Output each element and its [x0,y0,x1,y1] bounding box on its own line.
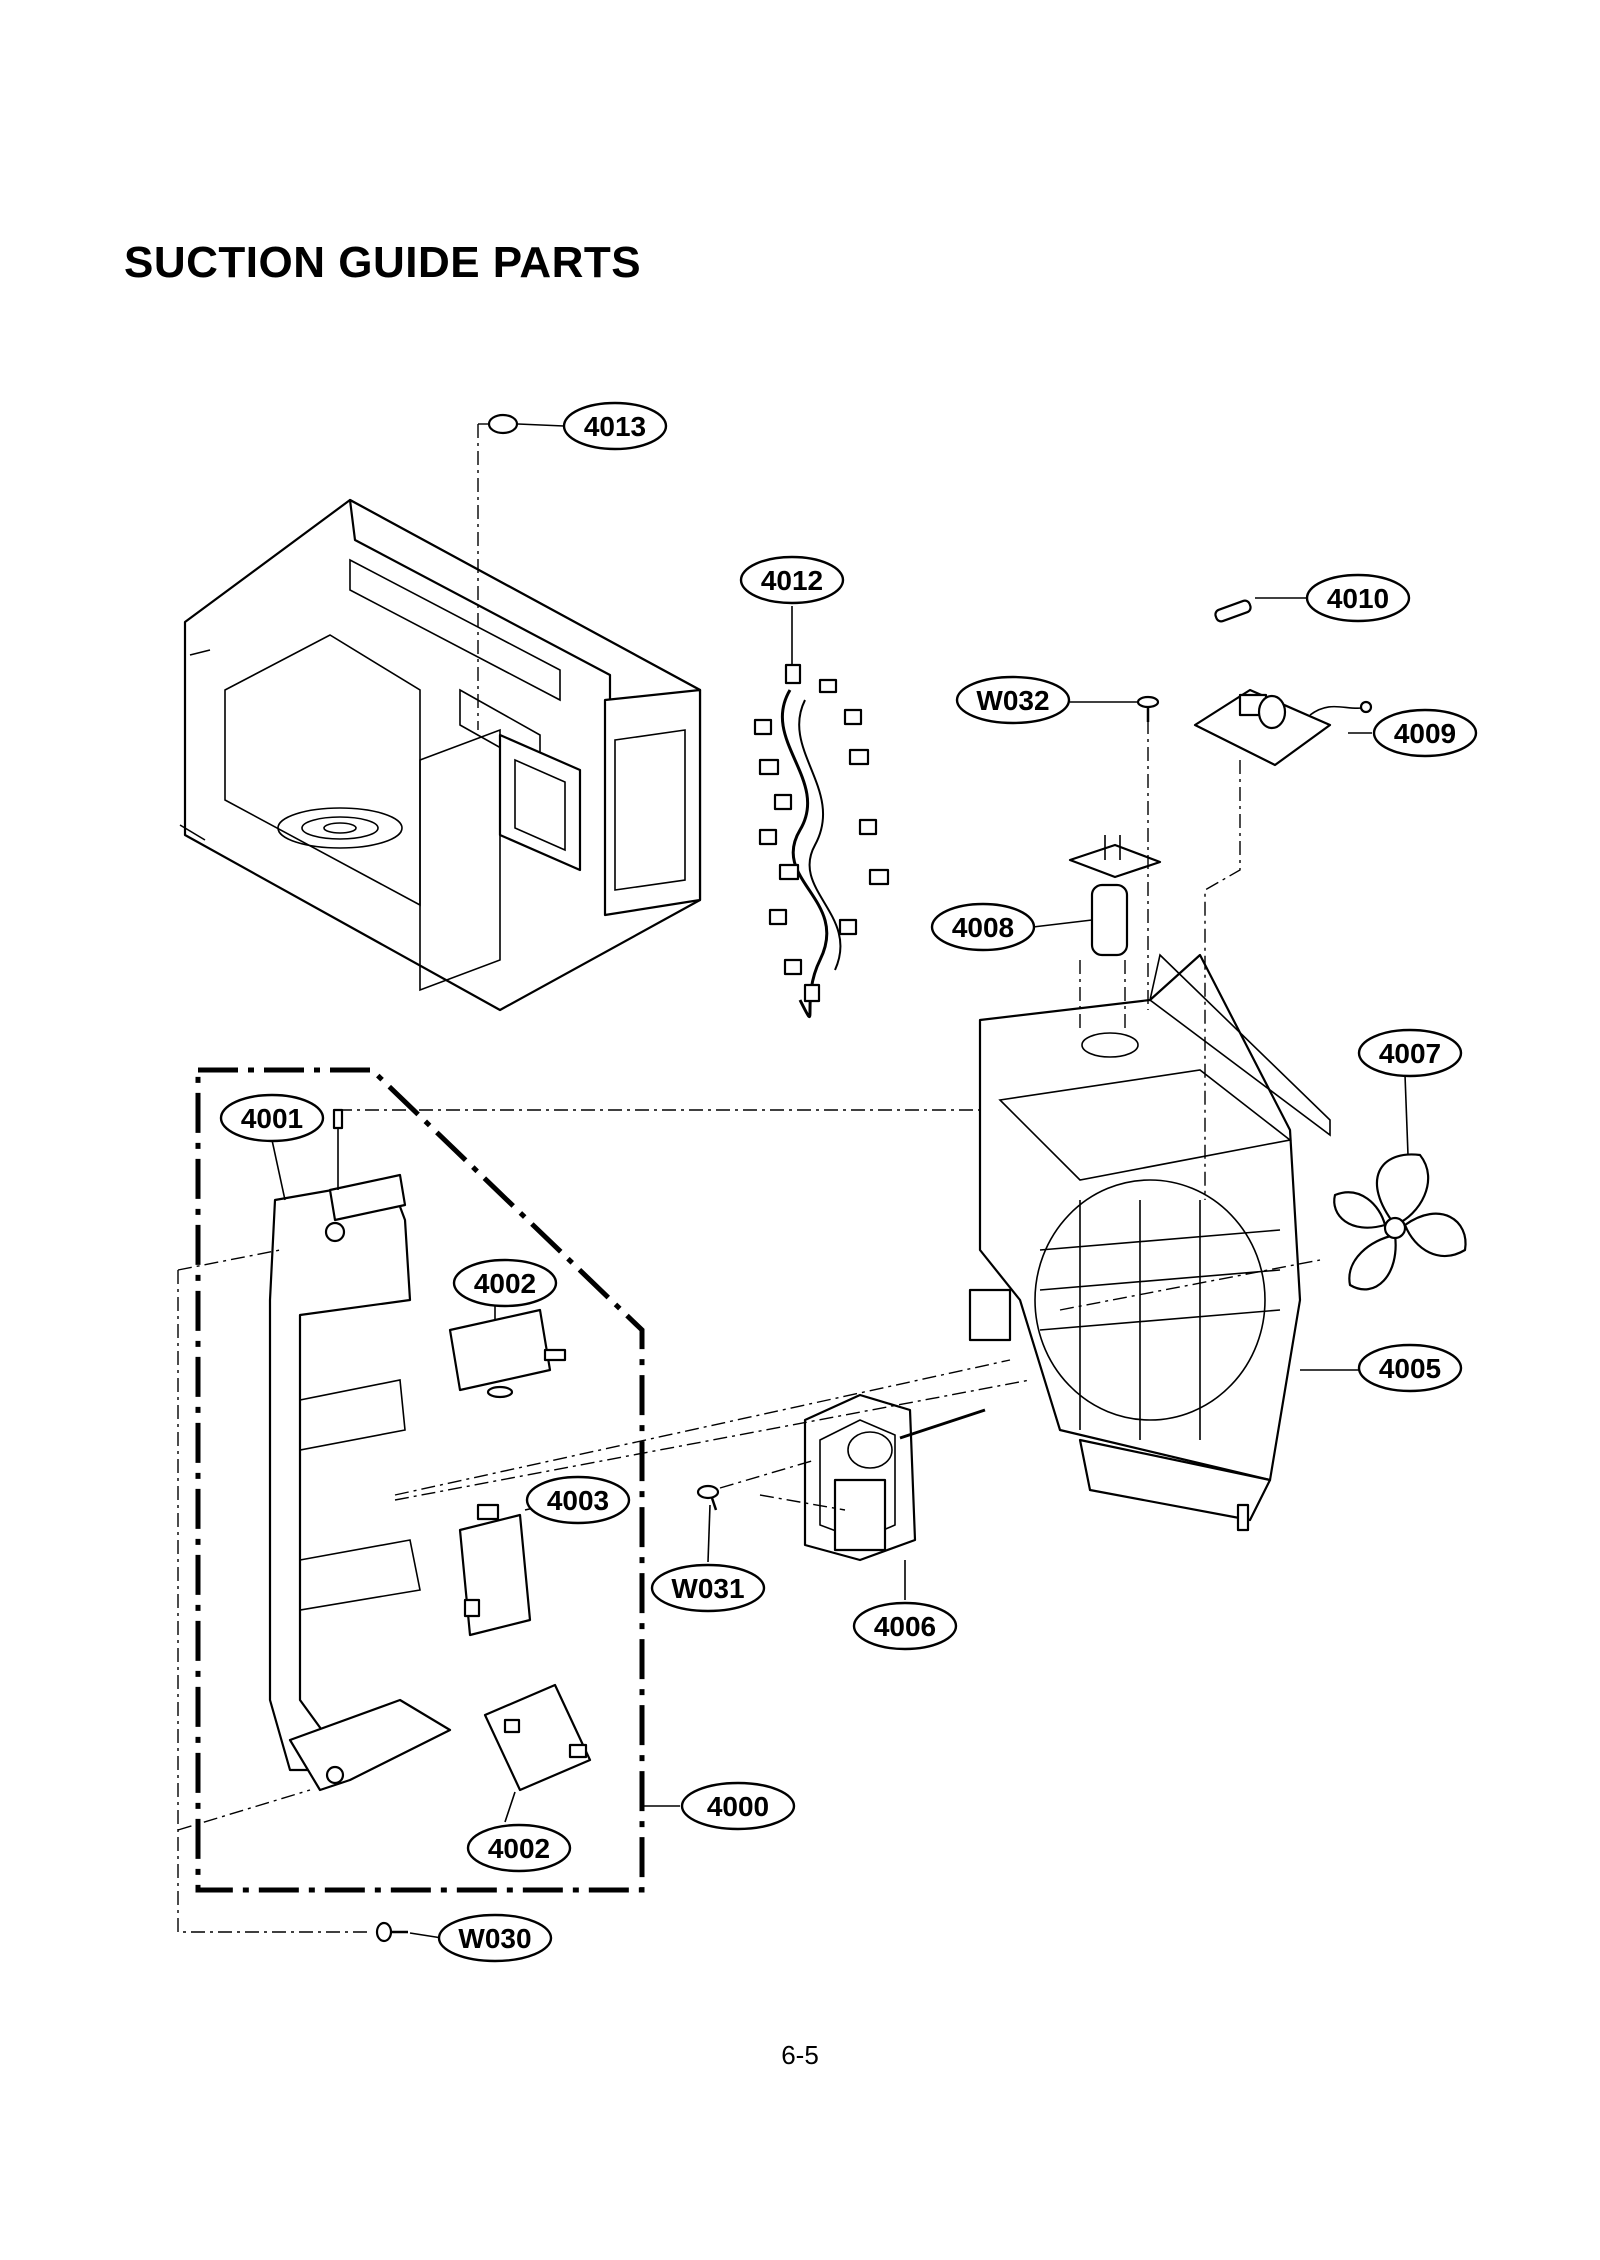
svg-text:4013: 4013 [584,411,646,442]
fan-blade [1333,1153,1467,1291]
noise-filter-board [1193,688,1373,767]
callout-4012: 4012 [739,555,845,605]
svg-text:4001: 4001 [241,1103,303,1134]
svg-text:4008: 4008 [952,912,1014,943]
callout-4006: 4006 [852,1601,958,1651]
micro-switch-b [458,1503,532,1637]
svg-text:4007: 4007 [1379,1038,1441,1069]
callout-w031: W031 [650,1563,766,1613]
callout-4009: 4009 [1372,708,1478,758]
callout-w030: W030 [437,1913,553,1963]
fan-motor [803,1393,986,1562]
svg-text:4003: 4003 [547,1485,609,1516]
screw-w032 [1136,695,1160,722]
callout-w032: W032 [955,675,1071,725]
lamp-socket [1068,835,1162,957]
callout-4010: 4010 [1305,573,1411,623]
micro-switch-a [448,1308,567,1399]
callout-4008: 4008 [930,902,1036,952]
svg-text:W030: W030 [458,1923,531,1954]
svg-text:4005: 4005 [1379,1353,1441,1384]
oven-cavity [179,498,702,1012]
page-title: SUCTION GUIDE PARTS [124,238,642,287]
svg-text:4000: 4000 [707,1791,769,1822]
page-number: 6-5 [781,2040,819,2070]
callout-4002-upper: 4002 [452,1258,558,1308]
assembly-lines [177,423,1321,1933]
svg-text:4010: 4010 [1327,583,1389,614]
svg-text:W031: W031 [671,1573,744,1604]
svg-text:4006: 4006 [874,1611,936,1642]
callout-4007: 4007 [1357,1028,1463,1078]
callout-4003: 4003 [525,1475,631,1525]
screw-w030 [375,1921,408,1943]
thermostat-4013 [487,413,519,435]
micro-switch-c [483,1683,592,1792]
svg-text:4002: 4002 [488,1833,550,1864]
callout-4013: 4013 [562,401,668,451]
wire-harness [753,663,890,1018]
leader-lines [271,423,1409,1939]
screw-w031 [696,1484,720,1511]
latch-board-group [195,1067,645,1893]
svg-text:4002: 4002 [474,1268,536,1299]
callout-4005: 4005 [1357,1343,1463,1393]
svg-text:W032: W032 [976,685,1049,716]
svg-text:4012: 4012 [761,565,823,596]
callout-4001: 4001 [219,1093,325,1143]
svg-text:4009: 4009 [1394,718,1456,749]
fuse [1214,599,1252,623]
suction-guide-assembly [968,953,1331,1532]
callout-4002-lower: 4002 [466,1823,572,1873]
callout-4000: 4000 [680,1781,796,1831]
